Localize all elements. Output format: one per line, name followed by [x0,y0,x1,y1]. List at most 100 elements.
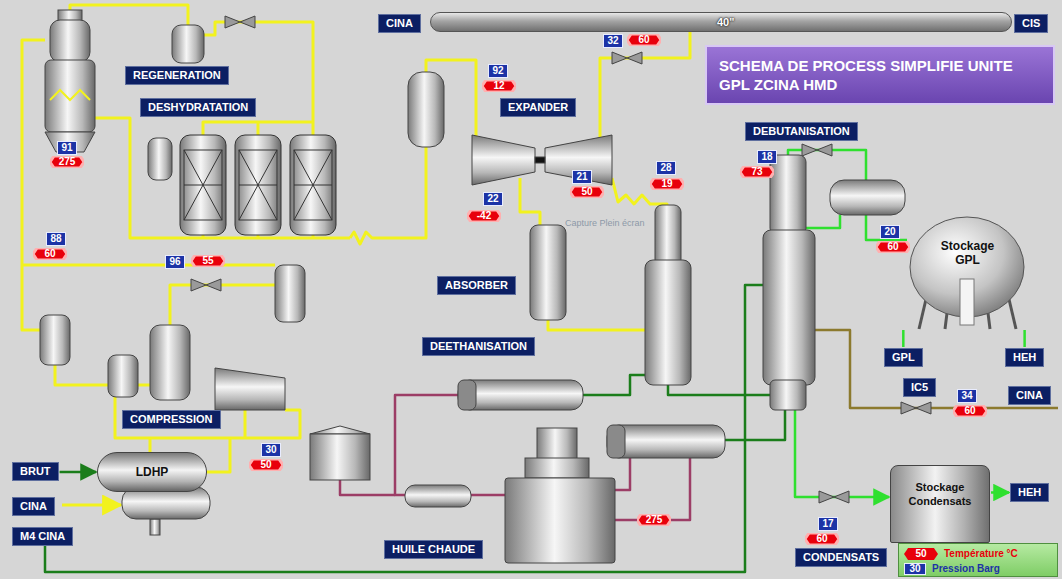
process-pipe [583,375,645,395]
badge-shape [953,405,987,417]
sphere-leg [988,313,990,329]
pressure-badge: 91 [57,141,77,155]
pressure-badge-text: 18 [761,151,773,163]
tag-label-text: COMPRESSION [130,413,213,426]
pressure-badge: 30 [261,443,281,457]
vessel [537,428,577,460]
vessel [40,315,70,365]
horizontal-drum [830,180,905,215]
horizontal-drum [405,485,471,507]
process-pipe [170,285,275,325]
tag-label: GPL [884,348,923,367]
badge-shape [876,241,910,253]
badge-shape [805,533,839,545]
tag-label-text: DESHYDRATATION [148,101,248,114]
vessel [148,138,172,180]
tag-label-text: GPL [892,351,915,364]
process-pipe [668,385,770,395]
process-pipe [257,122,260,135]
process-pipe [22,264,275,267]
pressure-badge-text: 28 [660,162,672,174]
dehydrator-bed [180,135,226,235]
process-pipe [548,320,645,330]
vessel [310,434,370,480]
badge-shape [50,156,84,168]
process-pipe [615,458,630,490]
turbo-expander [472,135,535,185]
dehydrator-bed [294,150,332,220]
legend-row: 30 Pression Barg [904,561,1052,576]
tag-label-text: EXPANDER [508,101,568,114]
legend-text: Pression Barg [932,563,1000,574]
valve-symbol [802,144,832,156]
title-text: SCHEMA DE PROCESS SIMPLIFIE UNITE GPL ZC… [719,56,1041,94]
regeneration-furnace [45,60,95,132]
tag-label-text: HUILE CHAUDE [392,543,475,556]
vessel [763,230,815,385]
tag-label-text: DEBUTANISATION [753,125,850,138]
temperature-badge: 60 [805,533,839,545]
pressure-badge: 22 [483,192,503,206]
legend-sample-number: 50 [904,548,938,560]
turbo-expander [472,135,612,185]
temperature-badge: 73 [740,166,774,178]
tag-label-text: HEH [1018,486,1041,499]
pressure-badge: 21 [572,170,592,184]
tag-label: CINA [378,14,421,33]
legend-panel: 50Température °C30Pression Barg [898,543,1058,577]
badge-shape [570,186,604,198]
legend-sample-number: 30 [905,564,925,574]
pressure-badge: 18 [757,150,777,164]
legend-swatch: 30 [904,563,926,575]
badge-shape [467,210,501,222]
compressor [215,368,285,410]
drum-vessel: LDHP [97,452,207,492]
temperature-badge-text: 19 [658,178,676,190]
process-pipe [95,118,350,238]
tag-label: BRUT [12,462,59,481]
process-pipe [520,178,540,225]
dehydrator-bed [180,135,336,235]
badge-shape [482,80,516,92]
vessel [655,205,681,267]
badge-shape [249,459,283,471]
vessel [530,225,566,320]
temperature-badge: -42 [467,210,501,222]
tag-label: REGENERATION [125,66,229,85]
tag-label-text: ABSORBER [445,279,508,292]
pressure-badge-text: 96 [169,256,181,268]
storage-sphere-text: Stockage GPL [932,239,1004,267]
pressure-badge: 17 [818,517,838,531]
pressure-badge: 92 [488,64,508,78]
horizontal-drum [458,380,476,410]
temperature-badge: 60 [876,241,910,253]
pressure-badge-text: 20 [884,226,896,238]
temperature-badge-text: 60 [635,34,653,46]
turbo-expander [535,157,545,163]
badge-shape [650,178,684,190]
process-pipe [395,395,458,495]
temperature-badge-text: -42 [475,210,493,222]
temperature-badge-text: 12 [490,80,508,92]
vessel [150,325,190,400]
valve-symbol [819,491,849,503]
temperature-badge-text: 60 [41,248,59,260]
pressure-badge-text: 92 [492,65,504,77]
sphere-leg [945,313,947,329]
pressure-badge: 34 [957,389,977,403]
vessel [150,519,160,535]
badge-shape [740,166,774,178]
vessel [525,458,589,478]
badge-shape [33,248,67,260]
tag-label: CONDENSATS [795,548,887,567]
process-pipe [600,32,690,137]
tag-label: DESHYDRATATION [140,98,256,117]
temperature-badge-text: 55 [199,255,217,267]
temperature-badge-text: 50 [578,186,596,198]
temperature-badge: 60 [33,248,67,260]
pressure-badge: 88 [46,232,66,246]
tag-label: CINA [12,497,55,516]
pipeline-band-text: 40" [717,13,1011,31]
process-pipe [138,384,150,387]
